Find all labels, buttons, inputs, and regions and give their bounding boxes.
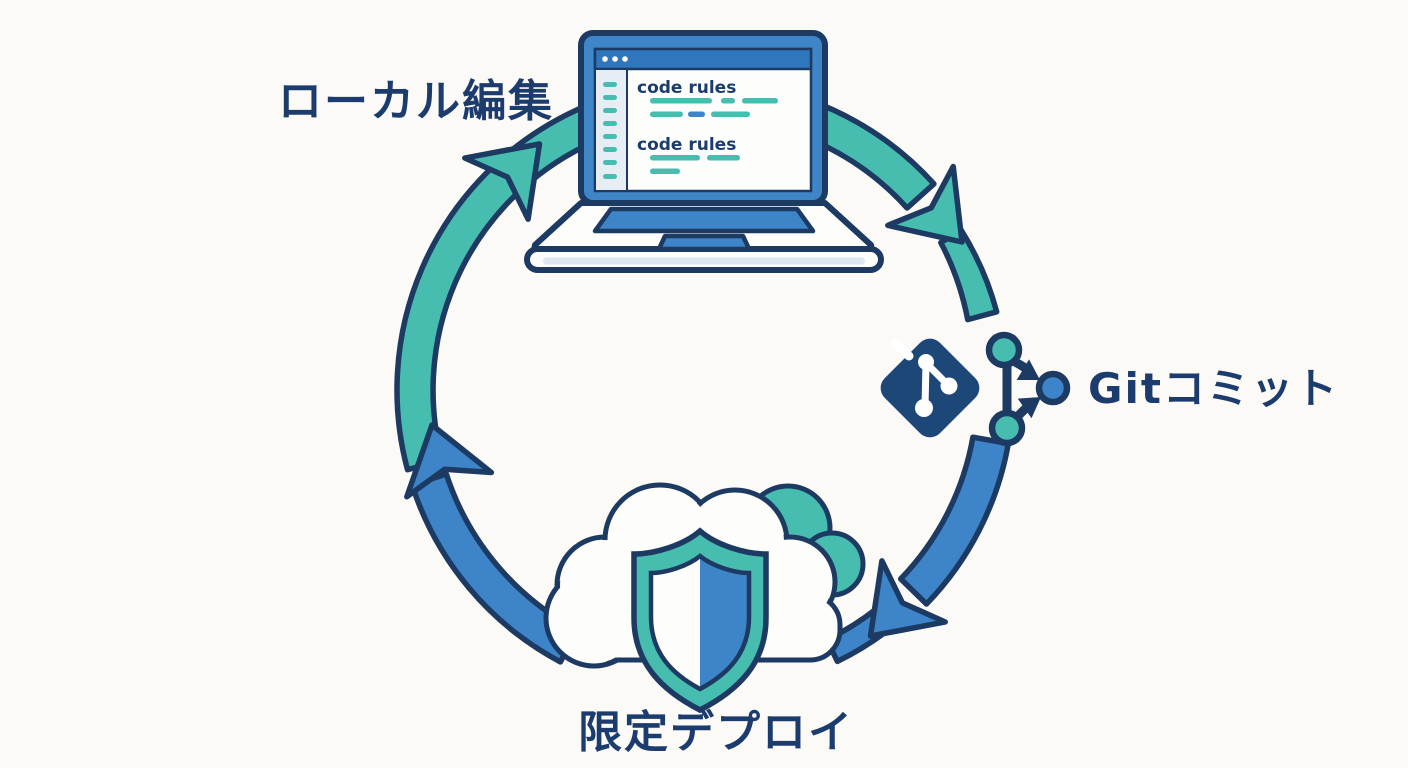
laptop-keyboard <box>592 206 816 234</box>
window-dots-icon <box>602 56 628 62</box>
code-line <box>721 98 735 104</box>
label-git-commit: Gitコミット <box>1088 364 1339 413</box>
arrowhead-blue-up-left <box>404 422 495 500</box>
sidebar-dash <box>603 82 617 87</box>
shield-icon <box>631 527 769 714</box>
commit-arrowhead-bottom <box>1017 397 1041 419</box>
sidebar-dash <box>603 95 617 100</box>
code-block-title-2: code rules <box>637 135 736 155</box>
sidebar-dash <box>603 121 617 126</box>
cycle-arrows <box>394 79 1012 665</box>
sidebar-dash <box>603 160 617 165</box>
commit-node-merge <box>1035 370 1071 406</box>
editor-titlebar <box>593 47 813 71</box>
editor-window <box>593 47 813 193</box>
commit-graph-icon <box>985 331 1071 447</box>
commit-node-top <box>985 331 1023 369</box>
laptop-base-strip <box>543 257 865 265</box>
arrowhead-blue-to-cloud <box>867 558 948 639</box>
laptop-touchpad <box>656 233 752 252</box>
sidebar-dash <box>603 108 617 113</box>
sidebar-dashes <box>603 82 617 179</box>
code-line <box>650 155 700 161</box>
code-line <box>711 111 750 117</box>
code-line <box>742 98 778 104</box>
sidebar-dash <box>603 174 617 179</box>
code-line <box>707 155 740 161</box>
git-branch-icon <box>880 338 980 438</box>
arrowhead-teal-to-git <box>885 163 965 245</box>
code-lines-block-1 <box>650 98 778 117</box>
code-line <box>650 98 712 104</box>
sidebar-dash <box>603 147 617 152</box>
arrowhead-teal-to-laptop <box>462 141 543 222</box>
cycle-band-blue-right <box>897 434 1012 607</box>
commit-arrowhead-top <box>1016 359 1040 380</box>
git-diamond <box>880 338 980 438</box>
code-block-title-1: code rules <box>637 78 736 98</box>
cycle-tail-teal-to-git <box>938 227 1000 323</box>
code-line <box>650 168 680 174</box>
editor-sidebar <box>594 68 628 192</box>
code-line <box>650 111 683 117</box>
code-line <box>688 111 705 117</box>
label-limited-deploy: 限定デプロイ <box>578 707 854 758</box>
sidebar-dash <box>603 134 617 139</box>
shield-inner-outline <box>648 553 752 692</box>
commit-node-bottom <box>988 409 1026 447</box>
git-logo-glyph <box>890 338 958 417</box>
label-local-edit: ローカル編集 <box>278 76 554 127</box>
code-lines-block-2 <box>650 155 740 174</box>
laptop-code-icon: code rules code rules <box>524 30 884 273</box>
